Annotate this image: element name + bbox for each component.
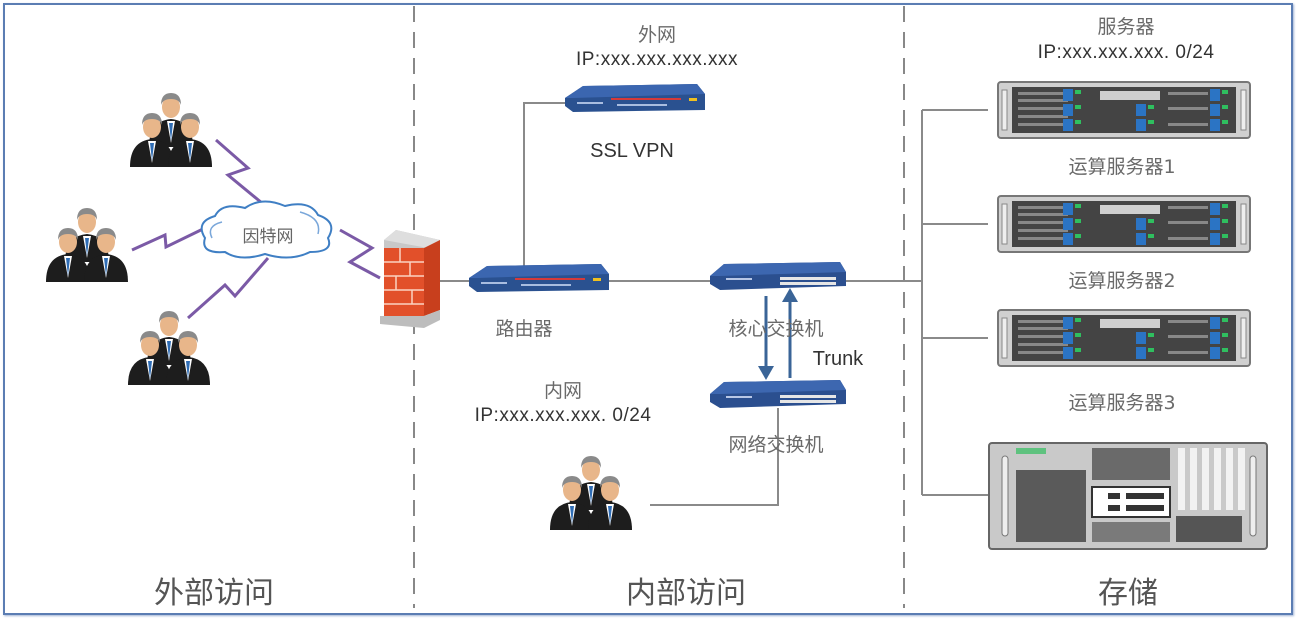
wireless-links [131,138,381,320]
trunk-label: Trunk [812,348,864,370]
ssl-vpn-label: SSL VPN [590,140,674,162]
compute-server-2-icon [997,195,1251,253]
zone-title-external: 外部访问 [154,576,274,611]
router-icon [469,264,609,292]
access-switch-label: 网络交换机 [728,434,824,456]
wireless-link-group3 [187,257,270,320]
trunk-arrows [758,288,798,380]
core-switch-icon [710,262,846,290]
internet-label: 因特网 [242,227,294,247]
access-switch-icon [710,380,846,408]
external-user-group-icon [130,93,212,167]
core-switch-label: 核心交换机 [728,318,824,340]
ssl-vpn-appliance-icon [565,84,705,112]
compute-server-1-label: 运算服务器1 [1068,156,1176,178]
internet-cloud-icon [200,200,333,259]
zone-title-storage: 存储 [1098,576,1158,611]
lan-label: 内网 [543,380,583,402]
compute-server-2-label: 运算服务器2 [1068,270,1176,292]
external-user-group-icon [46,208,128,282]
wireless-link-group2 [131,226,206,252]
arrow-down-icon [758,366,774,380]
link-router-vpn [523,102,565,270]
wan-label: 外网 [637,24,677,46]
firewall-icon [380,230,440,328]
compute-server-3-icon [997,309,1251,367]
external-user-group-icon [128,311,210,385]
wan-ip: IP:xxx.xxx.xxx.xxx [575,49,739,70]
wired-links [440,102,988,506]
arrow-up-icon [782,288,798,302]
link-lan-users-switch [650,408,779,506]
compute-server-3-label: 运算服务器3 [1068,392,1176,414]
storage-server-icon [988,442,1268,550]
router-label: 路由器 [495,318,553,340]
servers-label: 服务器 [1097,16,1155,38]
servers-ip: IP:xxx.xxx.xxx. 0/24 [1037,42,1215,63]
internal-user-group-icon [550,456,632,530]
wireless-link-group1 [215,138,269,210]
zone-title-internal: 内部访问 [626,576,746,611]
wireless-link-firewall [339,228,381,280]
compute-server-1-icon [997,81,1251,139]
lan-ip: IP:xxx.xxx.xxx. 0/24 [474,405,652,426]
